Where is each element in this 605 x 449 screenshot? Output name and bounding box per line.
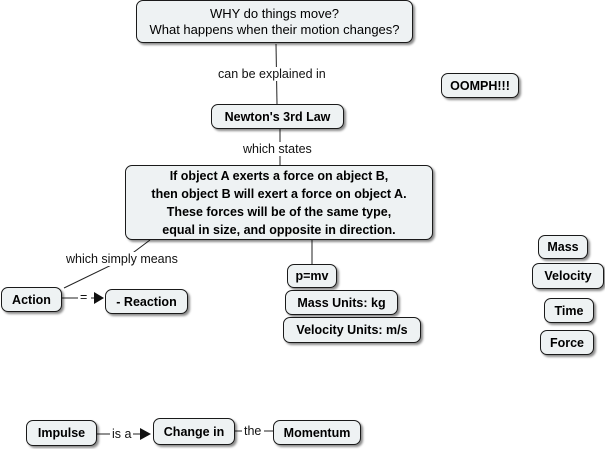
arrowhead-reaction bbox=[94, 292, 104, 304]
link-label-which-states: which states bbox=[241, 142, 314, 156]
concept-impulse-text: Impulse bbox=[37, 426, 86, 440]
concept-impulse[interactable]: Impulse bbox=[26, 420, 97, 446]
concept-momentum[interactable]: Momentum bbox=[273, 420, 361, 445]
concept-p-equals-mv-text: p=mv bbox=[295, 269, 329, 283]
concept-velocity-text: Velocity bbox=[544, 269, 592, 283]
concept-velocity[interactable]: Velocity bbox=[532, 263, 604, 289]
concept-reaction-text: - Reaction bbox=[116, 294, 177, 309]
concept-mass-units[interactable]: Mass Units: kg bbox=[285, 290, 398, 315]
concept-p-equals-mv[interactable]: p=mv bbox=[287, 264, 337, 288]
concept-newtons-3rd-law[interactable]: Newton's 3rd Law bbox=[211, 104, 344, 129]
concept-newtons-3rd-law-text: Newton's 3rd Law bbox=[224, 109, 331, 124]
link-label-the: the bbox=[242, 424, 264, 438]
concept-law-statement[interactable]: If object A exerts a force on abject B, … bbox=[125, 165, 433, 240]
concept-change-in[interactable]: Change in bbox=[153, 418, 235, 445]
concept-time-text: Time bbox=[554, 303, 584, 318]
concept-mass[interactable]: Mass bbox=[538, 235, 588, 259]
arrowhead-changein bbox=[140, 428, 151, 440]
concept-why-question[interactable]: WHY do things move? What happens when th… bbox=[136, 0, 413, 43]
concept-time[interactable]: Time bbox=[544, 298, 594, 323]
concept-action-text: Action bbox=[12, 292, 51, 307]
concept-action[interactable]: Action bbox=[1, 287, 62, 312]
concept-force[interactable]: Force bbox=[540, 330, 594, 355]
link-label-which-simply-means: which simply means bbox=[64, 252, 180, 266]
concept-reaction[interactable]: - Reaction bbox=[105, 289, 188, 314]
concept-why-question-text: WHY do things move? What happens when th… bbox=[149, 5, 400, 37]
link-label-is-a: is a bbox=[110, 427, 134, 441]
concept-oomph[interactable]: OOMPH!!! bbox=[441, 73, 519, 98]
concept-velocity-units[interactable]: Velocity Units: m/s bbox=[283, 317, 421, 343]
concept-velocity-units-text: Velocity Units: m/s bbox=[296, 323, 408, 337]
concept-force-text: Force bbox=[549, 335, 585, 350]
concept-momentum-text: Momentum bbox=[283, 425, 351, 440]
link-label-can-be-explained-in: can be explained in bbox=[216, 67, 328, 81]
concept-change-in-text: Change in bbox=[163, 424, 225, 439]
concept-oomph-text: OOMPH!!! bbox=[450, 78, 510, 93]
link-label-equals: = bbox=[78, 290, 90, 304]
concept-mass-text: Mass bbox=[547, 240, 579, 254]
concept-mass-units-text: Mass Units: kg bbox=[297, 295, 386, 310]
concept-law-statement-text: If object A exerts a force on abject B, … bbox=[151, 168, 407, 237]
